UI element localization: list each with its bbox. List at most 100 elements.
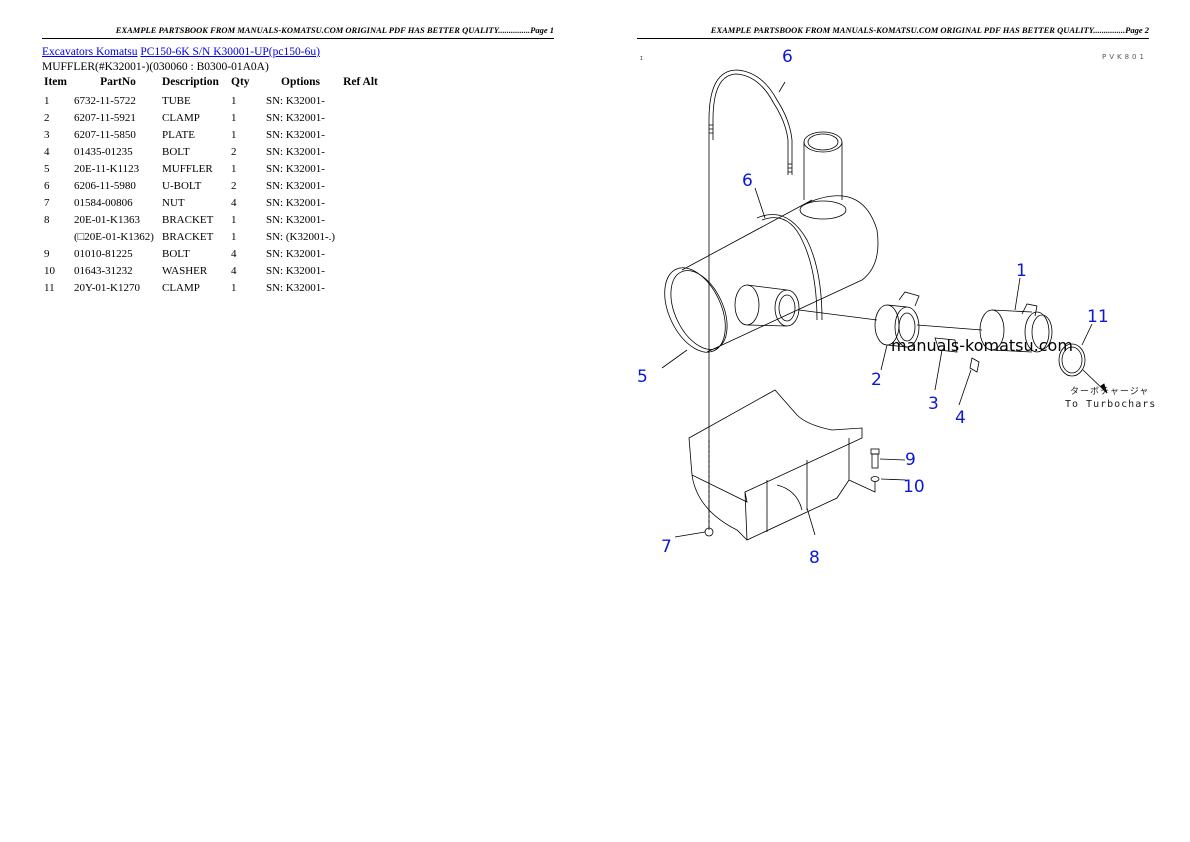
- cell-partno: 20E-11-K1123: [74, 162, 140, 175]
- page-header: EXAMPLE PARTSBOOK FROM MANUALS-KOMATSU.C…: [637, 25, 1149, 39]
- callout-2[interactable]: 2: [871, 370, 882, 390]
- cell-partno: 20Y-01-K1270: [74, 281, 140, 294]
- cell-desc: CLAMP: [162, 111, 200, 124]
- breadcrumb-link-model[interactable]: PC150-6K S/N K30001-UP(pc150-6u): [140, 46, 320, 58]
- cell-item: 2: [44, 111, 50, 124]
- cell-item: 6: [44, 179, 50, 192]
- cell-options: SN: K32001-: [266, 145, 325, 158]
- cell-partno: 01435-01235: [74, 145, 133, 158]
- cell-desc: NUT: [162, 196, 185, 209]
- cell-refalt: [335, 245, 378, 262]
- cell-desc: TUBE: [162, 94, 191, 107]
- callout-6-lower[interactable]: 6: [742, 171, 753, 191]
- exploded-parts-diagram: ɪ PVK801 6 6 1 11 5 2 3 4 9 10 7 8 manua…: [637, 40, 1157, 580]
- cell-item: 9: [44, 247, 50, 260]
- cell-refalt: [335, 126, 378, 143]
- breadcrumb-link-category[interactable]: Excavators Komatsu: [42, 46, 138, 58]
- cell-options: SN: K32001-: [266, 128, 325, 141]
- col-qty: Qty: [231, 76, 250, 88]
- callout-9[interactable]: 9: [905, 450, 916, 470]
- cell-qty: 1: [231, 281, 237, 294]
- callout-7[interactable]: 7: [661, 537, 672, 557]
- cell-options: SN: K32001-: [266, 179, 325, 192]
- cell-item: 1: [44, 94, 50, 107]
- cell-partno: 6207-11-5921: [74, 111, 136, 124]
- cell-options: SN: K32001-: [266, 162, 325, 175]
- cell-partno: (□20E-01-K1362): [74, 230, 154, 243]
- cell-refalt: [335, 262, 378, 279]
- cell-refalt: [335, 143, 378, 160]
- cell-partno: 6207-11-5850: [74, 128, 136, 141]
- cell-partno: 20E-01-K1363: [74, 213, 140, 226]
- cell-partno: 01010-81225: [74, 247, 133, 260]
- cell-qty: 1: [231, 128, 237, 141]
- table-row: 3 6207-11-5850 PLATE 1 SN: K32001-: [44, 126, 378, 143]
- cell-desc: BOLT: [162, 145, 190, 158]
- cell-desc: BRACKET: [162, 213, 214, 226]
- cell-desc: BRACKET: [162, 230, 214, 243]
- callout-4[interactable]: 4: [955, 408, 966, 428]
- cell-item: 11: [44, 281, 55, 294]
- cell-desc: WASHER: [162, 264, 208, 277]
- cell-partno: 01643-31232: [74, 264, 133, 277]
- turbo-note-en: To Turbochars: [1065, 399, 1157, 410]
- cell-refalt: [335, 194, 378, 211]
- cell-options: SN: K32001-: [266, 213, 325, 226]
- parts-table: Item PartNo Description Qty Options Ref …: [44, 76, 378, 296]
- callout-6-top[interactable]: 6: [782, 47, 793, 67]
- callout-8[interactable]: 8: [809, 548, 820, 568]
- table-header-row: Item PartNo Description Qty Options Ref …: [44, 76, 378, 92]
- callout-5[interactable]: 5: [637, 367, 648, 387]
- cell-options: SN: K32001-: [266, 281, 325, 294]
- col-refalt: Ref Alt: [343, 76, 378, 88]
- watermark: manuals-komatsu.com: [891, 336, 1073, 355]
- cell-item: 5: [44, 162, 50, 175]
- cell-item: 8: [44, 213, 50, 226]
- table-row: 7 01584-00806 NUT 4 SN: K32001-: [44, 194, 378, 211]
- callout-3[interactable]: 3: [928, 394, 939, 414]
- cell-desc: PLATE: [162, 128, 195, 141]
- cell-item: 3: [44, 128, 50, 141]
- cell-refalt: [335, 279, 378, 296]
- cell-desc: U-BOLT: [162, 179, 202, 192]
- cell-item: 4: [44, 145, 50, 158]
- drawing-corner-mark: ɪ: [640, 54, 646, 62]
- col-description: Description: [162, 76, 219, 88]
- cell-refalt: [335, 109, 378, 126]
- cell-options: SN: K32001-: [266, 264, 325, 277]
- cell-options: SN: K32001-: [266, 196, 325, 209]
- cell-options: SN: (K32001-.): [266, 230, 336, 243]
- table-row: 4 01435-01235 BOLT 2 SN: K32001-: [44, 143, 378, 160]
- cell-refalt: [335, 160, 378, 177]
- page-header: EXAMPLE PARTSBOOK FROM MANUALS-KOMATSU.C…: [42, 25, 554, 39]
- cell-desc: MUFFLER: [162, 162, 213, 175]
- cell-refalt: [335, 211, 378, 228]
- cell-qty: 2: [231, 145, 237, 158]
- cell-refalt: [335, 177, 378, 194]
- callout-11[interactable]: 11: [1087, 307, 1109, 327]
- cell-qty: 4: [231, 196, 237, 209]
- cell-qty: 1: [231, 94, 237, 107]
- turbo-note-jp: ターボチャージャ: [1070, 387, 1150, 397]
- cell-partno: 6732-11-5722: [74, 94, 136, 107]
- col-partno: PartNo: [100, 76, 136, 88]
- col-item: Item: [44, 76, 67, 88]
- cell-qty: 2: [231, 179, 237, 192]
- callout-10[interactable]: 10: [903, 477, 925, 497]
- cell-item: [44, 228, 74, 245]
- cell-partno: 6206-11-5980: [74, 179, 136, 192]
- cell-refalt: [335, 228, 378, 245]
- section-title: MUFFLER(#K32001-)(030060 : B0300-01A0A): [42, 61, 269, 73]
- callout-1[interactable]: 1: [1016, 261, 1027, 281]
- cell-desc: BOLT: [162, 247, 190, 260]
- cell-partno: 01584-00806: [74, 196, 133, 209]
- cell-options: SN: K32001-: [266, 94, 325, 107]
- cell-item: 7: [44, 196, 50, 209]
- table-row: 6 6206-11-5980 U-BOLT 2 SN: K32001-: [44, 177, 378, 194]
